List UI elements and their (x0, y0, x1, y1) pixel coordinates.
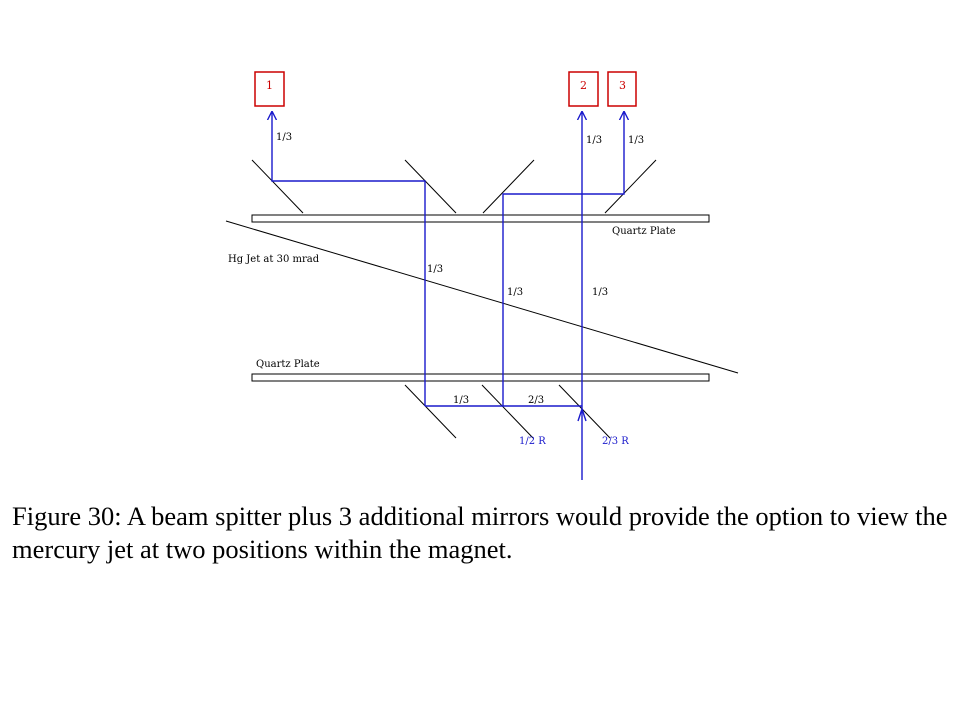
detector-box-2 (568, 71, 599, 107)
mirror-top-center-left (404, 159, 457, 214)
beam-label-detector-3: 1/3 (628, 135, 644, 146)
beam-label-right-vertical: 1/3 (592, 287, 608, 298)
detector-label-3: 3 (619, 79, 626, 92)
optical-layout-diagram: 1 2 3 Quartz Plate Quartz Plate Hg Jet a… (225, 71, 739, 480)
detector-label-1: 1 (266, 79, 273, 92)
mirror-top-right (604, 159, 657, 214)
beam-label-detector-2: 1/3 (586, 135, 602, 146)
beam-label-bottom-left: 1/3 (453, 395, 469, 406)
quartz-plate-bottom-label: Quartz Plate (256, 359, 320, 370)
quartz-plate-top (251, 214, 710, 223)
mirror-bottom-left (404, 384, 457, 439)
quartz-plate-bottom (251, 373, 710, 382)
beam-splitter-a (481, 384, 534, 439)
splitter-label-a: 1/2 R (519, 436, 546, 447)
splitter-label-b: 2/3 R (602, 436, 629, 447)
detector-box-1 (254, 71, 285, 107)
beam-label-left-vertical: 1/3 (427, 264, 443, 275)
mercury-jet-label: Hg Jet at 30 mrad (228, 254, 320, 265)
detector-label-2: 2 (580, 79, 587, 92)
beam-label-detector-1: 1/3 (276, 132, 292, 143)
quartz-plate-top-label: Quartz Plate (612, 226, 676, 237)
mercury-jet-line (225, 220, 739, 374)
beam-label-middle-vertical: 1/3 (507, 287, 523, 298)
beam-splitter-b (558, 384, 611, 439)
beam-path-left (272, 112, 426, 406)
beam-path-middle (502, 112, 624, 406)
detector-box-3 (607, 71, 637, 107)
mirror-top-center-right (482, 159, 535, 214)
beam-label-bottom-right: 2/3 (528, 395, 544, 406)
mirror-top-left (251, 159, 304, 214)
figure-caption: Figure 30: A beam spitter plus 3 additio… (12, 501, 948, 564)
input-arrow-head (577, 406, 587, 422)
